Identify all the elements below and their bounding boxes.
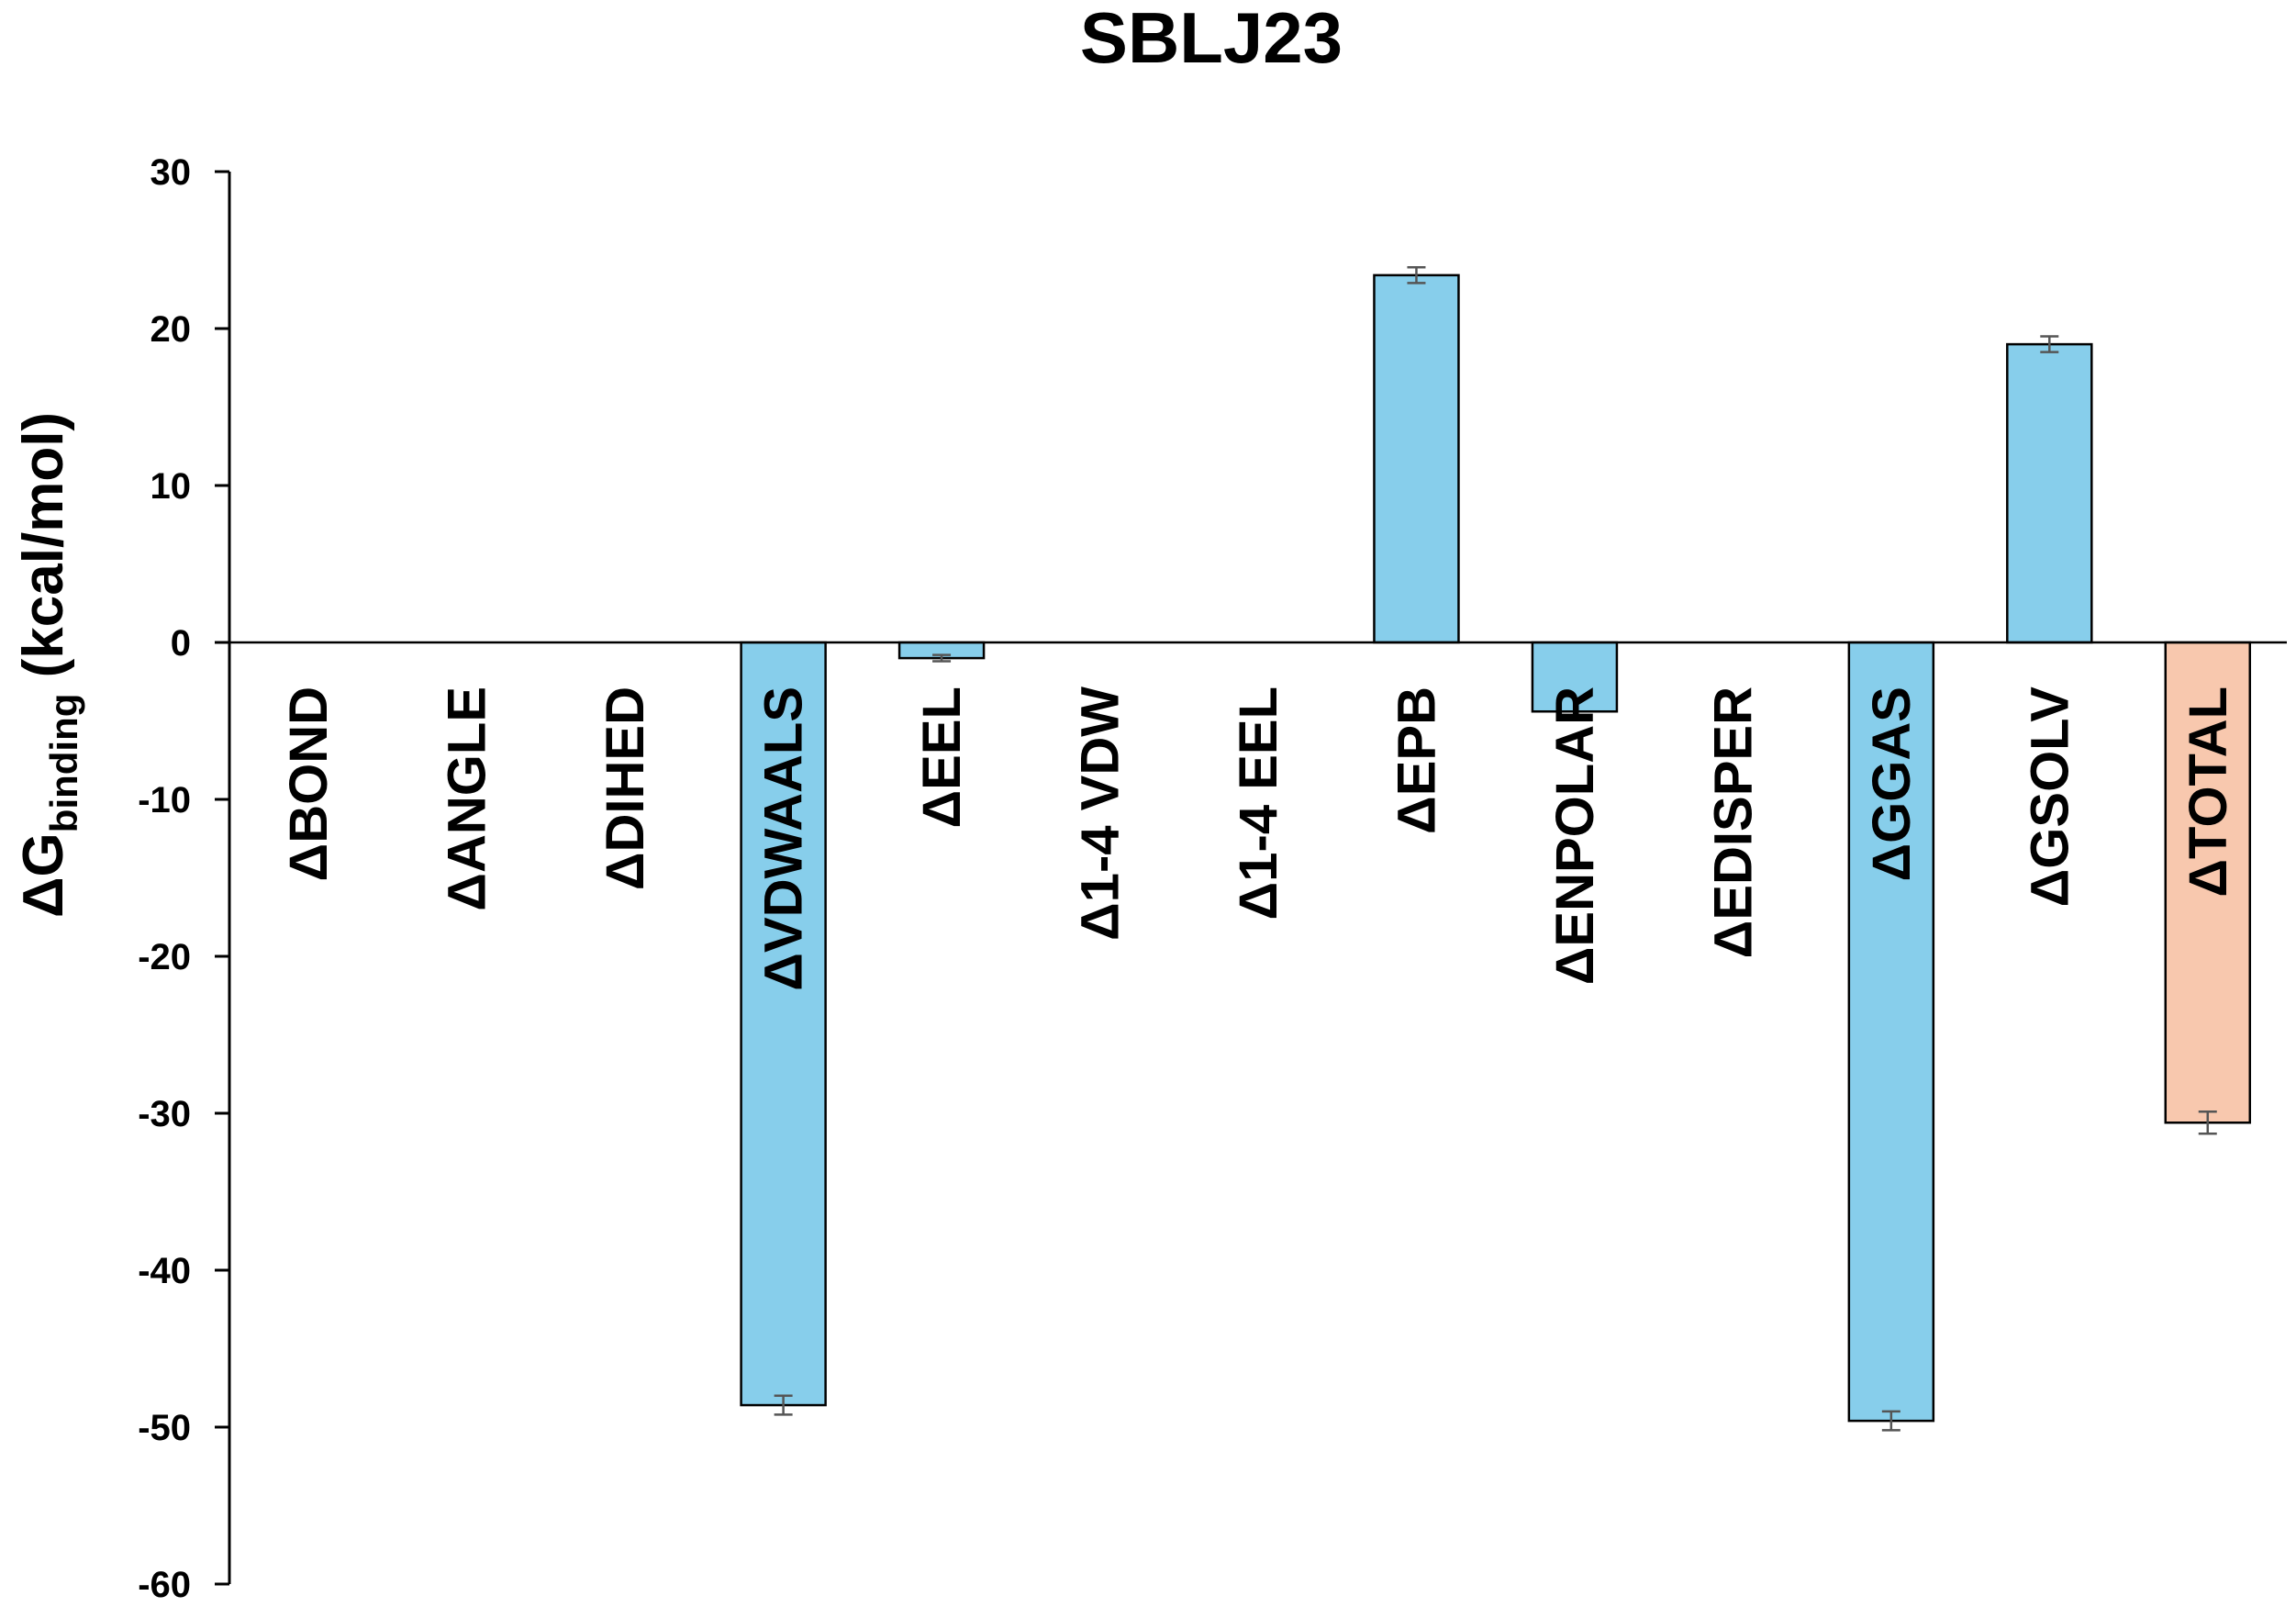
y-tick-label: -10 [138,780,191,820]
category-label: ΔGSOLV [2020,686,2079,908]
bar [1531,641,1619,713]
category-label: ΔEDISPER [1703,686,1763,958]
category-label: Δ1-4 EEL [1229,686,1288,920]
category-label: ΔBOND [279,686,339,881]
bar [740,641,827,1407]
category-label: ΔENPOLAR [1545,686,1605,985]
y-axis-title: ΔGbinding (kcal/mol) [12,412,85,918]
category-label: ΔTOTAL [2179,686,2238,898]
y-tick-label: 0 [171,623,191,664]
category-label: ΔEPB [1387,686,1446,834]
y-axis-title-prefix: ΔG [12,832,75,918]
bar [2164,641,2252,1124]
y-tick-label: 10 [150,466,192,507]
category-label: Δ1-4 VDW [1071,686,1131,941]
y-axis-title-subscript: binding [42,694,85,833]
y-axis-title-suffix: (kcal/mol) [12,412,75,694]
y-tick-label: 30 [150,152,192,193]
category-label: ΔGGAS [1862,686,1922,882]
category-label: ΔDIHED [596,686,655,890]
bar [2006,342,2093,644]
category-labels: ΔBOND ΔANGLE ΔDIHED ΔVDWAALS ΔEEL Δ1-4 VDW Δ1-… [279,686,2238,991]
y-tick-label: -20 [138,937,191,977]
category-label: ΔVDWAALS [754,686,814,991]
y-tick-label: -40 [138,1251,191,1291]
y-tick-label: -30 [138,1094,191,1134]
y-tick-label: 20 [150,309,192,350]
y-tick-label: -60 [138,1565,191,1605]
chart-title: SBLJ23 [1080,0,1343,78]
category-label: ΔEEL [912,686,972,829]
bars [740,273,2252,1423]
bar [1373,273,1460,644]
y-axis: 30 20 10 0 -10 -20 -30 -40 -50 -60 [138,152,231,1605]
bar [1847,641,1935,1423]
y-tick-label: -50 [138,1408,191,1448]
category-label: ΔANGLE [438,686,497,911]
error-bars [774,266,2217,1432]
